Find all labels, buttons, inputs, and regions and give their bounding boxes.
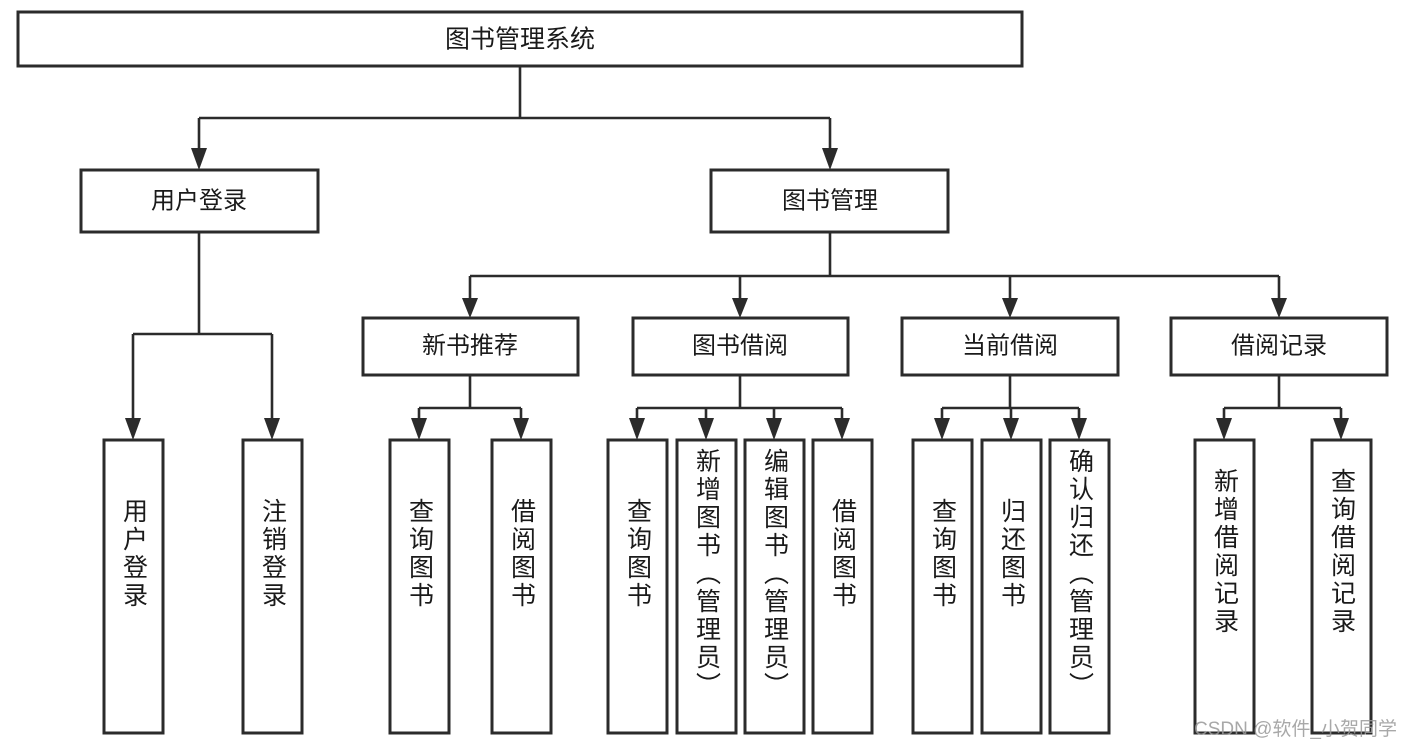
node-book-manage-box[interactable] [709,168,950,234]
node-borrow-record[interactable]: 借阅记录 [1169,316,1389,377]
leaf-box-user-login-1[interactable] [241,438,304,735]
node-book-borrow-label: 图书借阅 [692,332,788,359]
node-book-manage-label: 图书管理 [782,187,878,214]
node-root-label: 图书管理系统 [445,26,595,54]
node-new-book-recommend[interactable]: 新书推荐 [361,316,580,377]
arrow-head-book-borrow-leaf-0 [629,418,645,440]
node-borrow-record-label: 借阅记录 [1231,332,1327,359]
connector-group-root [191,66,838,170]
node-book-borrow[interactable]: 图书借阅 [631,316,850,377]
leaf-box-new-book-0[interactable] [388,438,451,735]
node-user-login-label: 用户登录 [151,187,247,214]
node-root[interactable]: 图书管理系统 [16,10,1024,68]
arrow-head-borrow-record [1271,298,1287,318]
connector-group-user-login [125,232,280,440]
node-current-borrow-box[interactable] [900,316,1120,377]
watermark-text: CSDN @软件_小贺同学 [1194,719,1397,740]
arrow-head-current-borrow-leaf-1 [1003,418,1019,440]
node-borrow-record-box[interactable] [1169,316,1389,377]
arrow-head-current-borrow [1002,298,1018,318]
node-root-box[interactable] [16,10,1024,68]
leaf-box-book-borrow-3[interactable] [811,438,874,735]
node-current-borrow-label: 当前借阅 [962,332,1058,359]
connector-group-new-book-recommend [411,375,529,440]
leaf-box-user-login-0[interactable] [102,438,165,735]
arrow-head-book-borrow-leaf-2 [766,418,782,440]
arrow-head-borrow-record-leaf-0 [1216,418,1232,440]
leaf-box-book-borrow-0[interactable] [606,438,669,735]
connector-group-book-manage [462,232,1287,318]
node-new-book-recommend-label: 新书推荐 [422,332,518,359]
arrow-head-user-login-leaf-0 [125,418,141,440]
leaf-box-borrow-record-0[interactable] [1193,438,1256,735]
arrow-head-book-borrow [732,298,748,318]
arrow-head-current-borrow-leaf-0 [934,418,950,440]
leaf-box-book-borrow-2[interactable] [743,438,806,735]
leaf-box-borrow-record-1[interactable] [1310,438,1373,735]
node-book-manage[interactable]: 图书管理 [709,168,950,234]
leaf-box-new-book-1[interactable] [490,438,553,735]
arrow-head-new-book-leaf-0 [411,418,427,440]
leaf-box-current-borrow-1[interactable] [980,438,1043,735]
arrow-head-new-book-recommend [462,298,478,318]
node-book-borrow-box[interactable] [631,316,850,377]
leaf-box-book-borrow-1[interactable] [675,438,738,735]
arrow-head-current-borrow-leaf-2 [1071,418,1087,440]
arrow-head-book-borrow-leaf-1 [698,418,714,440]
leaf-box-current-borrow-2[interactable] [1048,438,1111,735]
node-user-login[interactable]: 用户登录 [79,168,320,234]
arrow-head-book-borrow-leaf-3 [834,418,850,440]
arrow-head-new-book-leaf-1 [513,418,529,440]
node-user-login-box[interactable] [79,168,320,234]
arrow-head-user-login-leaf-1 [264,418,280,440]
connector-group-book-borrow [629,375,850,440]
arrow-head-borrow-record-leaf-1 [1333,418,1349,440]
node-current-borrow[interactable]: 当前借阅 [900,316,1120,377]
arrow-head-book-manage [822,148,838,170]
connector-group-current-borrow [934,375,1087,440]
leaf-box-current-borrow-0[interactable] [911,438,974,735]
arrow-head-user-login [191,148,207,170]
connector-group-borrow-record [1216,375,1349,440]
node-new-book-recommend-box[interactable] [361,316,580,377]
leaf-boxes [102,438,1373,735]
